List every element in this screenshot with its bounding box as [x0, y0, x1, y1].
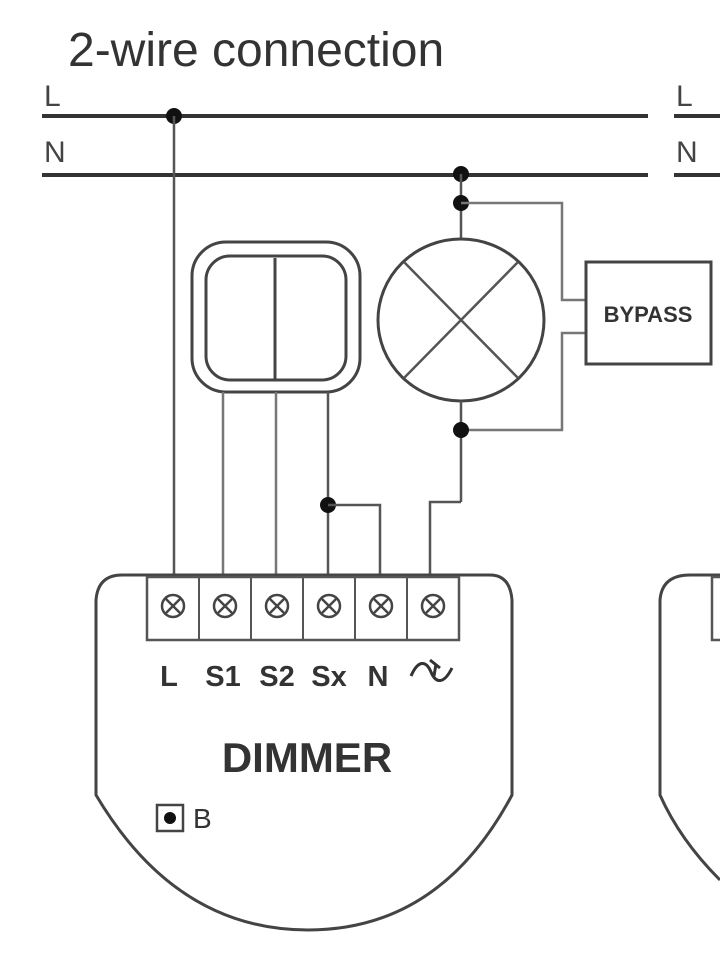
bypass-bottom-wire — [461, 331, 586, 432]
b-button-icon — [155, 803, 185, 833]
dimmer-output-icon — [409, 658, 454, 682]
neutral-line-label-right: N — [676, 136, 698, 169]
terminal-screw-output — [420, 593, 446, 619]
bypass-top-wire — [461, 201, 586, 302]
terminal-label-s2: S2 — [259, 661, 294, 693]
terminal-screw-s2 — [264, 593, 290, 619]
live-line-label: L — [44, 80, 61, 113]
second-dimmer-body-partial — [658, 573, 720, 882]
dimmer-body — [94, 573, 514, 932]
terminal-screw-n — [368, 593, 394, 619]
bypass-label: BYPASS — [604, 302, 693, 327]
second-terminal-block-partial — [710, 575, 720, 642]
diagram-title: 2-wire connection — [68, 24, 444, 77]
lamp-icon — [376, 237, 546, 403]
lamp-to-output-wire — [428, 500, 461, 590]
terminal-screw-sx — [316, 593, 342, 619]
terminal-screw-s1 — [212, 593, 238, 619]
dimmer-name: DIMMER — [222, 734, 392, 781]
terminal-block — [145, 575, 461, 642]
sx-to-n-wire — [328, 503, 382, 590]
double-switch-icon — [190, 240, 362, 394]
terminal-label-n: N — [368, 661, 389, 693]
neutral-line-label: N — [44, 136, 66, 169]
lamp-bottom-junction — [453, 422, 469, 438]
live-line-label-right: L — [676, 80, 693, 113]
terminal-label-sx: Sx — [311, 661, 346, 693]
terminal-screw-l — [160, 593, 186, 619]
b-button-label: B — [193, 803, 212, 834]
bypass-box — [584, 260, 713, 366]
terminal-label-s1: S1 — [205, 661, 240, 693]
terminal-label-l: L — [160, 661, 178, 693]
